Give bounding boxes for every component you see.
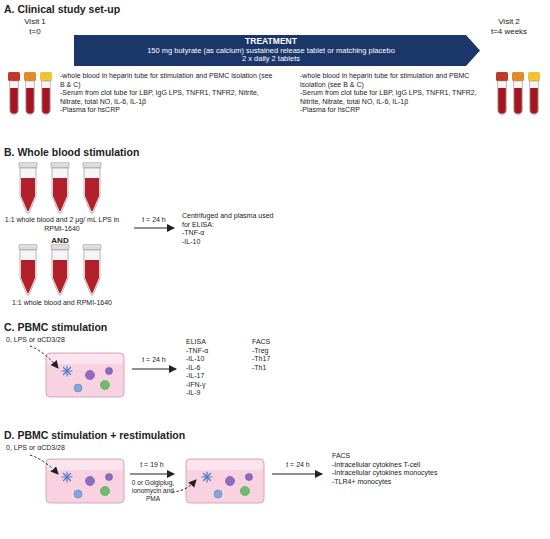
condition-label-group: 1:1 whole blood and 2 μg/ mL LPS in RPMI…: [4, 216, 120, 233]
facs-list: -Intracellular cytokines T-cell: [332, 461, 532, 470]
facs-list-group: FACS-Intracellular cytokines T-cell-Intr…: [332, 452, 532, 486]
section-heading-group: B. Whole blood stimulation: [4, 146, 224, 159]
section-heading: C. PBMC stimulation: [4, 321, 224, 334]
section-heading: A. Clinical study set-up: [4, 3, 204, 16]
time-arrow: [130, 473, 174, 474]
visit-label-group: Visit 1t=0: [10, 17, 60, 37]
facs-list: FACS: [332, 452, 532, 461]
visit-label: t=4 weeks: [476, 27, 542, 37]
time-label: t = 24 h: [274, 461, 322, 470]
readout-list: -TNF-α: [182, 229, 278, 238]
facs-list: -Intracellular cytokines monocytes: [332, 469, 532, 478]
band-arrow-fill: [74, 35, 480, 66]
elisa-list: -TNF-α: [186, 347, 246, 356]
culture-well: [46, 353, 124, 397]
culture-well: [46, 459, 124, 503]
sample-note: -Plasma for hsCRP: [60, 106, 275, 115]
sample-note-group: -whole blood in heparin tube for stimula…: [300, 72, 488, 115]
readout-list: Centrifuged and plasma used for ELISA:: [182, 212, 278, 229]
sample-note: -whole blood in heparin tube for stimula…: [60, 72, 275, 89]
restimulus-arrow: [172, 480, 196, 492]
time-arrow: [132, 368, 176, 369]
band-text: TREATMENT150 mg butyrate (as calcium) su…: [78, 35, 464, 66]
facs-list: -Th17: [252, 355, 312, 364]
sample-note: -Serum from clot tube for LBP, IgG LPS, …: [60, 89, 275, 106]
time-label-group: t = 24 h: [132, 216, 176, 225]
elisa-list: -IL-6: [186, 364, 246, 373]
elisa-list: -IL-17: [186, 372, 246, 381]
sample-note-group: -whole blood in heparin tube for stimula…: [60, 72, 275, 115]
blood-tubes-visit1: [8, 72, 52, 114]
section-heading-group: A. Clinical study set-up: [4, 3, 204, 16]
visit-label-group: Visit 2t=4 weeks: [476, 17, 542, 37]
restimulus-label: 0 or Golgiplug, ionomycin and PMA: [128, 479, 178, 503]
section-heading: B. Whole blood stimulation: [4, 146, 224, 159]
control-tubes: [19, 244, 101, 295]
section-heading: D. PBMC stimulation + restimulation: [4, 429, 264, 442]
stimulus-arrow: [30, 346, 58, 368]
condition-label: 1:1 whole blood and 2 μg/ mL LPS in RPMI…: [4, 216, 120, 233]
visit-label: Visit 1: [10, 17, 60, 27]
time-label-group: t = 24 h: [132, 356, 176, 365]
visit-label: Visit 2: [476, 17, 542, 27]
stimulus-label-group: 0, LPS or αCD3/28: [6, 444, 116, 453]
and-label-group: AND: [40, 236, 80, 246]
time-label-group: t = 19 h: [130, 461, 174, 470]
facs-list: -Th1: [252, 364, 312, 373]
band-heading: TREATMENT: [245, 37, 297, 47]
stimulus-label-group: 0, LPS or αCD3/28: [6, 336, 116, 345]
treatment-band: TREATMENT150 mg butyrate (as calcium) su…: [74, 35, 480, 66]
readout-list-group: Centrifuged and plasma used for ELISA:-T…: [182, 212, 278, 246]
band-body: 150 mg butyrate (as calcium) sustained r…: [147, 47, 395, 56]
elisa-list: -IL-10: [186, 355, 246, 364]
elisa-list: -IL-9: [186, 389, 246, 398]
band-body: 2 x daily 2 tablets: [242, 55, 300, 64]
sample-note: -Serum from clot tube for LBP, IgG LPS, …: [300, 89, 488, 106]
facs-list-group: FACS-Treg-Th17-Th1: [252, 338, 312, 372]
sample-note: -whole blood in heparin tube for stimula…: [300, 72, 488, 89]
section-heading-group: D. PBMC stimulation + restimulation: [4, 429, 264, 442]
time-label: t = 24 h: [132, 216, 176, 225]
stimulus-label: 0, LPS or αCD3/28: [6, 444, 116, 453]
restimulus-label-group: 0 or Golgiplug, ionomycin and PMA: [128, 479, 178, 503]
time-label-group: t = 24 h: [274, 461, 322, 470]
lps-tubes: [19, 162, 101, 213]
elisa-list: -IFN-γ: [186, 381, 246, 390]
time-label: t = 19 h: [130, 461, 174, 470]
stimulus-label: 0, LPS or αCD3/28: [6, 336, 116, 345]
section-heading-group: C. PBMC stimulation: [4, 321, 224, 334]
time-label: t = 24 h: [132, 356, 176, 365]
visit-label: t=0: [10, 27, 60, 37]
facs-list: -Treg: [252, 347, 312, 356]
culture-well: [186, 459, 264, 503]
blood-tubes-visit2: [496, 72, 540, 114]
and-label: AND: [40, 236, 80, 246]
sample-note: -Plasma for hsCRP: [300, 106, 488, 115]
facs-list: -TLR4+ monocytes: [332, 478, 532, 487]
facs-list: FACS: [252, 338, 312, 347]
time-arrow: [272, 473, 322, 474]
time-arrow: [134, 227, 174, 228]
condition-label: 1:1 whole blood and RPMI-1640: [4, 299, 120, 308]
elisa-list: ELISA: [186, 338, 246, 347]
readout-list: -IL-10: [182, 238, 278, 247]
condition-label-group: 1:1 whole blood and RPMI-1640: [4, 299, 120, 308]
elisa-list-group: ELISA-TNF-α-IL-10-IL-6-IL-17-IFN-γ-IL-9: [186, 338, 246, 398]
stimulus-arrow: [30, 455, 58, 474]
